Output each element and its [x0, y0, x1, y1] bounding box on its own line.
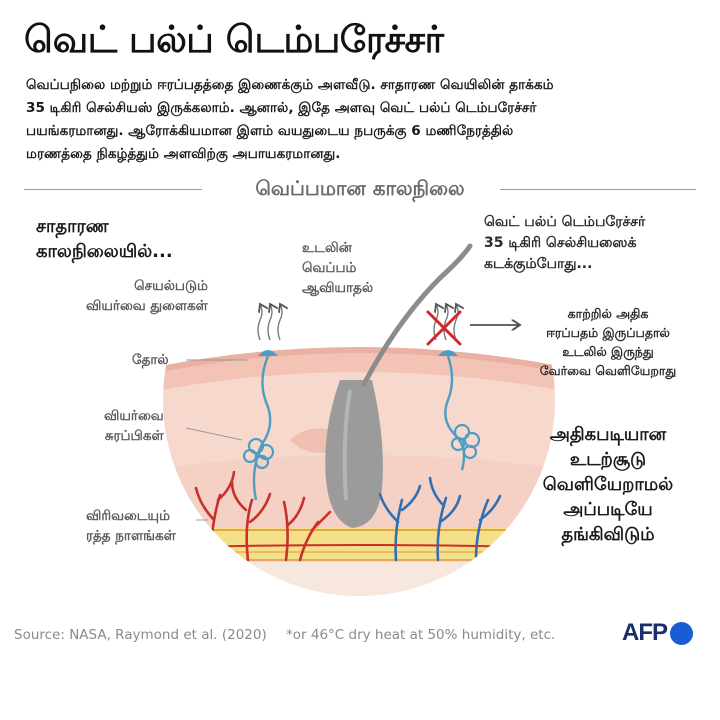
heading-line: 35 டிகிரி செல்சியஸைக் [484, 235, 637, 251]
label-line: காற்றில் அதிக [567, 306, 649, 321]
hair-follicle [325, 380, 383, 528]
heading-line: சாதாரண [36, 216, 109, 237]
heat-evaporation-label: உடலின் வெப்பம் ஆவியாதல் [302, 238, 373, 298]
active-sweat-pores-label: செயல்படும் வியர்வை துளைகள் [86, 276, 208, 316]
label-line: அப்படியே [563, 499, 653, 520]
label-line: வேர்வை வெளியேறாது [539, 363, 677, 378]
label-line: ஆவியாதல் [302, 280, 374, 296]
label-line: ரத்த நாளங்கள் [86, 528, 176, 544]
right-sweat-pore [438, 350, 458, 356]
section-title: வெப்பமான காலநிலை [255, 176, 465, 200]
heat-retained-label: அதிகபடியான உடற்சூடு வெளியேறாமல் அப்படியே… [520, 422, 696, 547]
blood-vessels-label: விரிவடையும் ரத்த நாளங்கள் [86, 506, 176, 546]
label-line: ஈரப்பதம் இருப்பதால் [546, 325, 670, 340]
label-line: வியர்வை [104, 408, 164, 424]
afp-logo: AFP [622, 619, 693, 647]
label-line: விரிவடையும் [86, 508, 170, 524]
footnote: *or 46°C dry heat at 50% humidity, etc. [286, 627, 556, 643]
intro-line: வெப்பநிலை மற்றும் ஈரப்பதத்தை இணைக்கும் அ… [26, 77, 554, 93]
label-line: வெளியேறாமல் [542, 474, 674, 495]
intro-line: 35 டிகிரி செல்சியஸ் இருக்கலாம். ஆனால், இ… [26, 100, 537, 116]
wet-bulb-heading: வெட் பல்ப் டெம்பரேச்சர் 35 டிகிரி செல்சி… [484, 212, 645, 275]
label-line: அதிகபடியான [549, 424, 667, 445]
intro-line: மரணத்தை நிகழ்த்தும் அளவிற்கு அபாயகரமானது… [26, 146, 341, 162]
afp-logo-text: AFP [622, 619, 668, 646]
source-credit: Source: NASA, Raymond et al. (2020) [14, 627, 267, 643]
label-line: உடற்சூடு [569, 449, 647, 470]
label-line: உடலில் இருந்து [562, 344, 654, 359]
heading-line: கடக்கும்போது... [484, 256, 593, 272]
section-rule-right [500, 189, 696, 190]
epidermis-layer [163, 351, 555, 392]
page-title: வெட் பல்ப் டெம்பரேச்சர் [24, 18, 444, 61]
label-line: உடலின் [302, 240, 352, 256]
skin-layers [163, 204, 555, 596]
label-line: தங்கிவிடும் [561, 524, 655, 545]
label-line: செயல்படும் [134, 278, 208, 294]
section-rule-left [24, 189, 202, 190]
label-line: வியர்வை துளைகள் [86, 298, 208, 314]
skin-label: தோல் [132, 352, 169, 368]
intro-paragraph: வெப்பநிலை மற்றும் ஈரப்பதத்தை இணைக்கும் அ… [26, 74, 698, 166]
left-sweat-pore [258, 350, 278, 356]
cross-mark-icon [426, 310, 462, 346]
sweat-glands-label: வியர்வை சுரப்பிகள் [104, 406, 164, 446]
evaporation-arrows [257, 304, 282, 341]
left-sweat-gland [252, 355, 272, 501]
afp-logo-dot-icon [670, 621, 693, 645]
label-line: சுரப்பிகள் [104, 428, 164, 444]
normal-conditions-heading: சாதாரண காலநிலையில்... [36, 214, 173, 264]
heading-line: காலநிலையில்... [36, 241, 173, 262]
intro-line: பயங்கரமானது. ஆரோக்கியமான இளம் வயதுடைய நப… [26, 123, 514, 139]
label-line: வெப்பம் [302, 260, 357, 276]
humidity-no-sweat-label: காற்றில் அதிக ஈரப்பதம் இருப்பதால் உடலில்… [528, 304, 688, 380]
hair-strand [361, 243, 473, 387]
heading-line: வெட் பல்ப் டெம்பரேச்சர் [484, 214, 646, 230]
